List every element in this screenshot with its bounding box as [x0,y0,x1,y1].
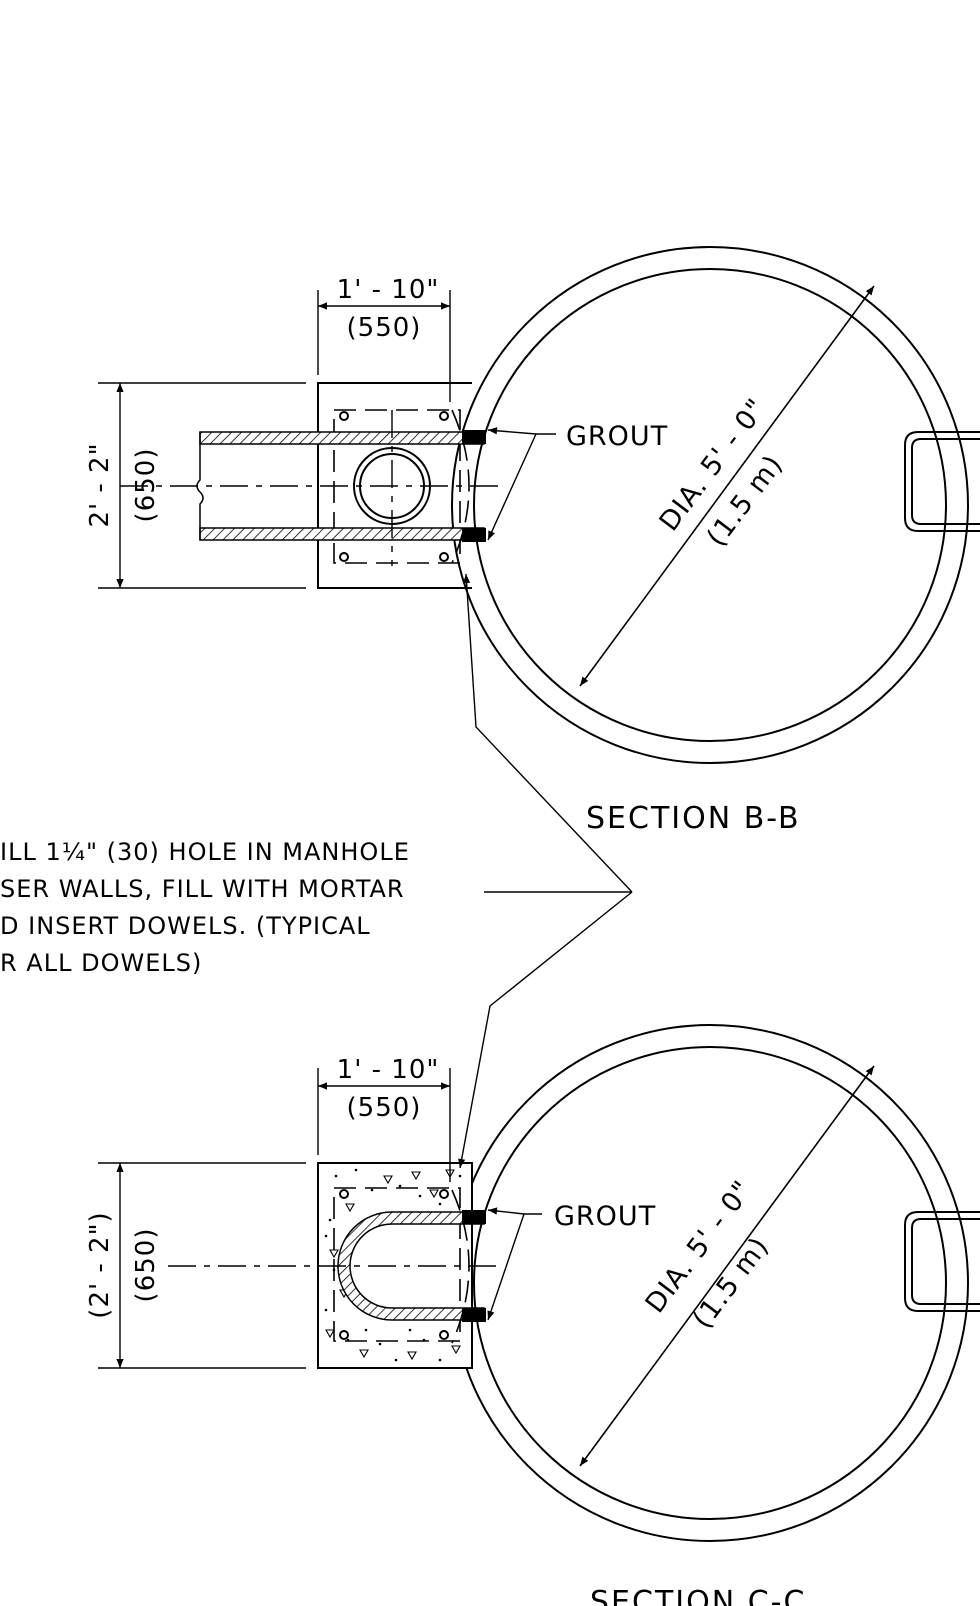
grout-block-top [462,430,486,444]
pipe-end-inner [359,453,425,519]
grout-leader-bottom [487,1213,525,1321]
note-leader-upper [462,573,633,893]
collar-outline [317,382,472,589]
pipe-wall-bottom [199,527,485,541]
grout-leader-top [487,1207,542,1215]
section-c-c [98,1024,980,1542]
height-dim-metric: (650) [131,448,161,523]
height-dim-label: (2' - 2") [85,1211,115,1318]
width-dim-label: 1' - 10" [337,1055,440,1085]
height-dim-label: 2' - 2" [85,442,115,527]
width-dim-metric: (550) [347,1093,422,1123]
note-line-1: ILL 1¼" (30) HOLE IN MANHOLE [0,838,410,866]
grout-label: GROUT [554,1201,656,1232]
note-leaders [458,573,633,1169]
grout-leader-bottom [487,433,537,541]
note-leader-lower [458,891,633,1169]
grout-block-bottom [462,1308,486,1322]
note-line-4: R ALL DOWELS) [0,949,202,977]
diameter-dimension-line [579,285,875,687]
section-title: SECTION C-C [590,1585,806,1606]
dowel [439,1330,449,1340]
dowel [339,411,349,421]
dowel [339,552,349,562]
ladder-rung-outer [904,1211,980,1312]
note-line-3: D INSERT DOWELS. (TYPICAL [0,912,371,940]
ladder-rung-inner [911,1218,980,1305]
grout-label: GROUT [566,421,668,452]
dowel-box [333,1187,461,1342]
manhole-inner-ring [473,1046,947,1520]
pipe-wall-top [199,431,485,445]
section-title: SECTION B-B [586,801,801,836]
dowel [339,1189,349,1199]
diameter-dimension-line [579,1065,875,1467]
dowel [339,1330,349,1340]
width-dim-label: 1' - 10" [337,275,440,305]
wall-penetration-arc [451,409,470,564]
note-line-2: SER WALLS, FILL WITH MORTAR [0,875,405,903]
pipe-break-line [196,432,204,540]
dowel [439,1189,449,1199]
dowel [439,411,449,421]
grout-leader-top [487,427,556,435]
grout-block-bottom [462,528,486,542]
width-dim-metric: (550) [347,313,422,343]
section-b-b [98,246,980,764]
manhole-inner-ring [473,268,947,742]
height-dim-metric: (650) [131,1228,161,1303]
grout-block-top [462,1210,486,1224]
ladder-rung-inner [911,438,980,525]
manhole-outer-ring [451,246,969,764]
dowel [439,552,449,562]
pipe-end-outer [353,447,431,525]
manhole-outer-ring [451,1024,969,1542]
ladder-rung-outer [904,431,980,532]
